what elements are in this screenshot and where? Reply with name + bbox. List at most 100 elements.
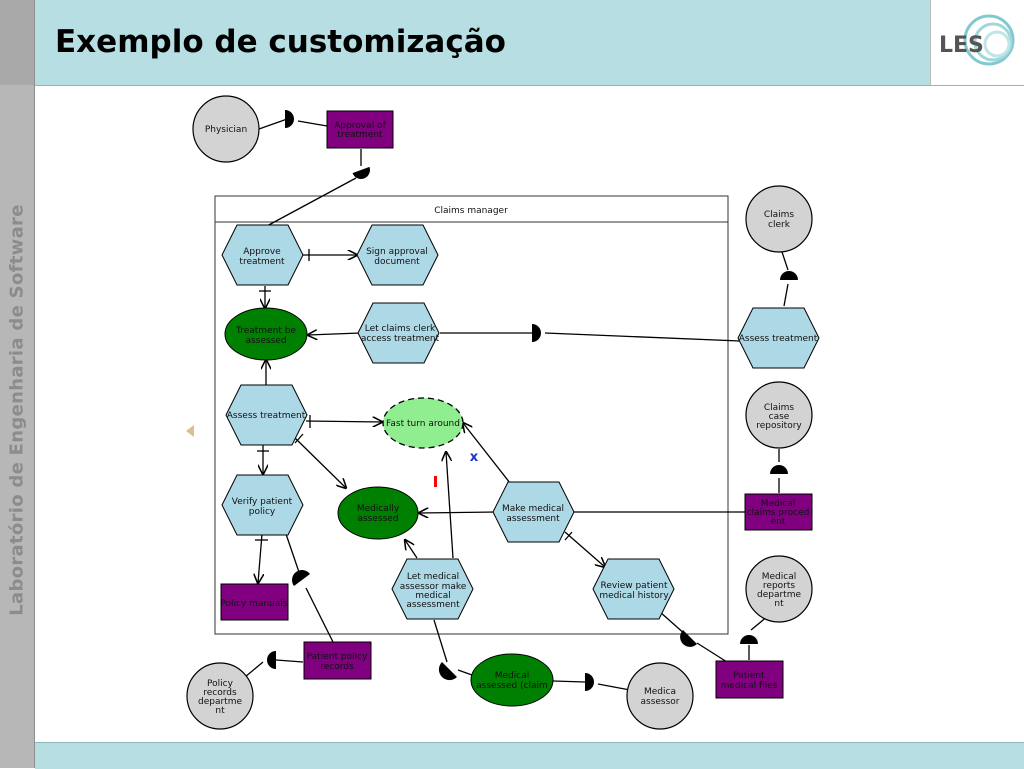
svg-text:assessor make: assessor make — [400, 582, 467, 592]
svg-text:policy: policy — [249, 507, 276, 517]
svg-text:Medica: Medica — [644, 687, 676, 697]
svg-text:assessor: assessor — [640, 697, 679, 707]
actor-claims-case-repository: Claims case repository — [745, 381, 813, 449]
svg-text:Medical: Medical — [495, 671, 529, 681]
svg-text:Approve: Approve — [243, 247, 281, 257]
footer-bar — [35, 742, 1024, 769]
page-title: Exemplo de customização — [55, 24, 506, 60]
resource-medical-claims-procedent: Medical claims proced ent — [744, 493, 813, 531]
svg-text:Medical: Medical — [761, 499, 795, 509]
resource-approval-of-treatment: Approval of treatment — [326, 110, 394, 149]
les-logo-icon: LES — [939, 14, 1015, 66]
sidebar: Laboratório de Engenharia de Software — [0, 0, 35, 768]
break-contribution-label: x — [470, 450, 479, 465]
svg-text:Assess treatment: Assess treatment — [227, 411, 306, 421]
svg-text:Patient: Patient — [733, 671, 765, 681]
svg-text:claims proced: claims proced — [747, 508, 810, 518]
svg-text:Fast turn around: Fast turn around — [386, 419, 460, 429]
svg-text:medical history: medical history — [599, 591, 669, 601]
task-sign-approval-document: Sign approval document — [356, 224, 439, 286]
goals: Treatment be assessed Medically assessed… — [224, 307, 554, 707]
svg-text:Policy manuals: Policy manuals — [220, 599, 287, 609]
svg-text:Medically: Medically — [357, 504, 400, 514]
svg-text:medical: medical — [415, 591, 450, 601]
svg-text:Sign approval: Sign approval — [366, 247, 428, 257]
dependency-marker-9 — [267, 651, 276, 669]
task-assess-treatment-clerk: Assess treatment — [737, 307, 820, 369]
svg-text:departme: departme — [757, 590, 801, 600]
task-let-medical-assessor-make-assessment: Let medical assessor make medical assess… — [391, 558, 474, 620]
svg-text:nt: nt — [215, 706, 225, 716]
svg-text:access treatment: access treatment — [361, 334, 440, 344]
boundary-title: Claims manager — [434, 206, 508, 216]
header-bar: Exemplo de customização — [35, 0, 930, 86]
svg-text:Policy: Policy — [207, 679, 234, 689]
svg-text:treatment: treatment — [337, 130, 383, 140]
dependency-marker-8 — [740, 635, 758, 644]
dependency-marker-3 — [532, 324, 541, 342]
svg-text:reports: reports — [763, 581, 795, 591]
contribution-labels: x — [434, 450, 479, 487]
task-review-patient-medical-history: Review patient medical history — [592, 558, 675, 620]
svg-text:case: case — [769, 412, 790, 422]
svg-text:medical files: medical files — [721, 681, 778, 691]
svg-text:Verify patient: Verify patient — [232, 497, 293, 507]
svg-text:clerk: clerk — [768, 220, 791, 230]
svg-text:Review patient: Review patient — [601, 581, 668, 591]
actor-medica-assessor: Medica assessor — [626, 662, 694, 730]
svg-text:document: document — [374, 257, 420, 267]
svg-text:assessment: assessment — [406, 600, 460, 610]
goal-medical-assessed-claim: Medical assessed (claim — [470, 653, 554, 707]
svg-text:Let claims clerk: Let claims clerk — [365, 324, 436, 334]
les-logo: LES — [930, 0, 1024, 86]
dependency-marker-2 — [352, 166, 370, 179]
task-make-medical-assessment: Make medical assessment — [492, 481, 575, 543]
svg-text:Physician: Physician — [205, 125, 247, 135]
previous-slide-arrow-icon[interactable] — [186, 425, 194, 437]
svg-text:ent: ent — [771, 517, 786, 527]
actor-medical-reports-department: Medical reports departme nt — [745, 555, 813, 623]
svg-text:Claims: Claims — [764, 403, 795, 413]
svg-text:departme: departme — [198, 697, 242, 707]
sidebar-top-block — [0, 0, 34, 85]
svg-text:Claims: Claims — [764, 210, 795, 220]
hurt-contribution-mark — [434, 476, 437, 487]
svg-text:Make medical: Make medical — [502, 504, 564, 514]
dependency-markers — [267, 110, 798, 691]
dependency-marker-5 — [770, 465, 788, 474]
svg-text:repository: repository — [756, 421, 802, 431]
task-approve-treatment: Approve treatment — [221, 224, 304, 286]
svg-text:records: records — [203, 688, 237, 698]
dependency-marker-11 — [585, 673, 594, 691]
dependency-marker-6 — [292, 570, 310, 586]
svg-text:assessed: assessed — [357, 514, 398, 524]
task-let-claims-clerk-access-treatment: Let claims clerk access treatment — [357, 302, 440, 364]
dependency-marker-10 — [438, 662, 457, 681]
tasks: Approve treatment Sign approval document… — [221, 224, 820, 620]
link-tick-marks — [255, 249, 573, 541]
resource-patient-medical-files: Patient medical files — [715, 660, 784, 699]
claims-manager-boundary: Claims manager — [214, 195, 729, 635]
actor-policy-records-department: Policy records departme nt — [186, 662, 254, 730]
svg-text:nt: nt — [774, 599, 784, 609]
svg-text:treatment: treatment — [239, 257, 285, 267]
svg-text:Assess treatment: Assess treatment — [739, 334, 818, 344]
resource-patient-policy-records: Patient policy records — [303, 641, 372, 680]
actors: Physician Claims clerk Claims case repos… — [186, 95, 813, 730]
goal-medically-assessed: Medically assessed — [337, 486, 419, 540]
dependency-marker-1 — [285, 110, 294, 128]
goal-treatment-be-assessed: Treatment be assessed — [224, 307, 308, 361]
svg-text:assessed: assessed — [245, 336, 286, 346]
actor-claims-clerk: Claims clerk — [745, 185, 813, 253]
task-assess-treatment: Assess treatment — [225, 384, 308, 446]
softgoal-fast-turn-around: Fast turn around — [382, 397, 464, 449]
links — [244, 117, 789, 691]
svg-text:Approval of: Approval of — [334, 121, 386, 131]
resource-policy-manuals: Policy manuals — [220, 583, 289, 621]
svg-text:assessment: assessment — [506, 514, 560, 524]
svg-text:Medical: Medical — [762, 572, 796, 582]
dependency-marker-7 — [680, 630, 697, 647]
actor-physician: Physician — [192, 95, 260, 163]
svg-text:assessed (claim: assessed (claim — [476, 681, 548, 691]
